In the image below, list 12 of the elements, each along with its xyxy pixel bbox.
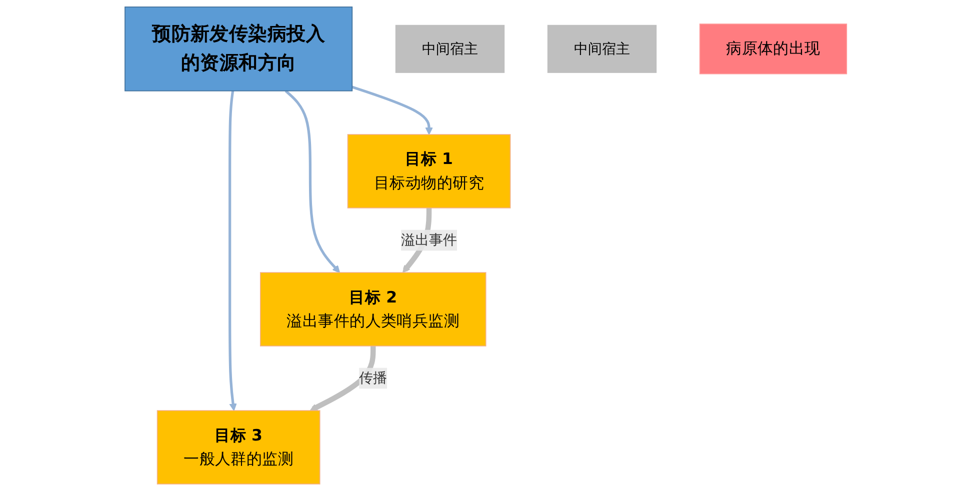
arrow: [352, 86, 434, 135]
edge-label: 传播: [359, 370, 388, 386]
node-box: 目标 3 一般人群的监测: [157, 410, 320, 484]
edge-label: 溢出事件: [401, 232, 458, 248]
arrow: [228, 90, 238, 411]
node-box: 中间宿主: [548, 24, 657, 73]
node-box: 病原体的出现: [700, 24, 848, 74]
node-box: 预防新发传染病投入的资源和方向: [124, 6, 353, 92]
node-box: 中间宿主: [396, 24, 505, 73]
node-box: 目标 2 溢出事件的人类哨兵监测: [260, 272, 486, 346]
arrow: [285, 90, 340, 273]
node-box: 目标 1 目标动物的研究: [348, 134, 511, 208]
